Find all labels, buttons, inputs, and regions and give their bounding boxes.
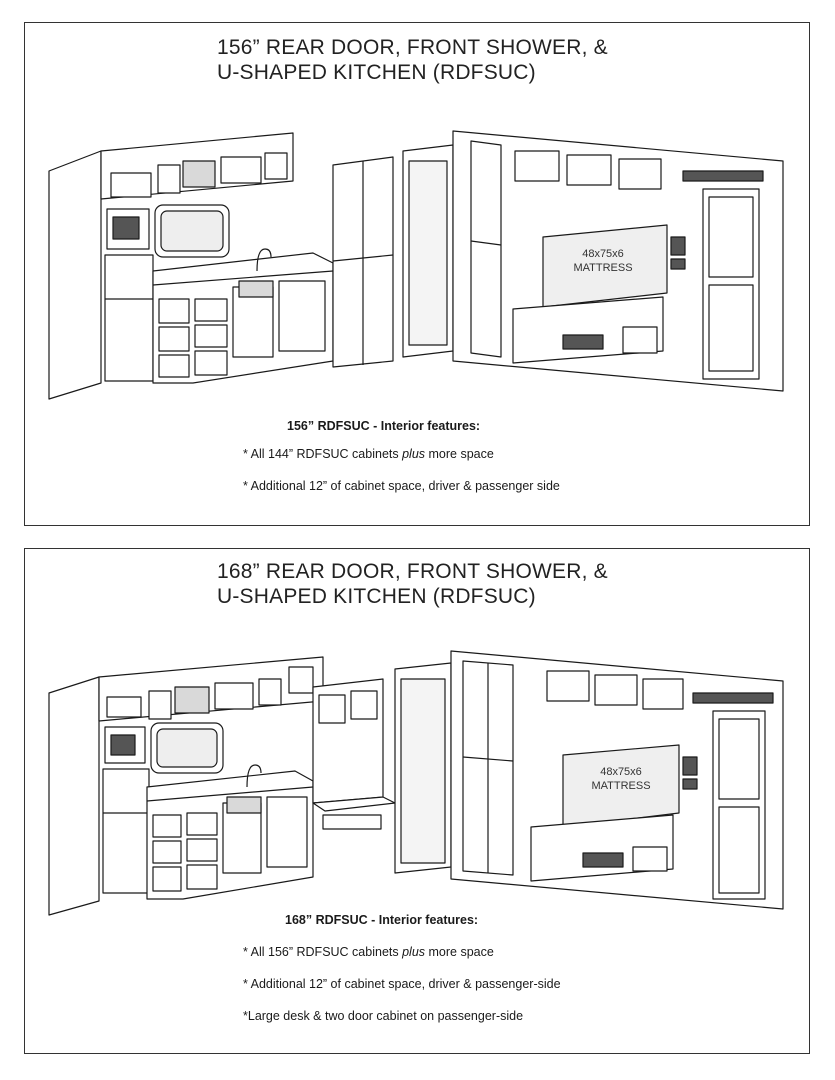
- switch-panel: [682, 756, 698, 776]
- left-wall: [48, 676, 100, 916]
- cabinet-door: [157, 164, 181, 194]
- mattress-label-1: 48x75x6: [582, 248, 624, 260]
- feature-item: * All 156” RDFSUC cabinets plus more spa…: [243, 945, 494, 959]
- cabinet-door-mesh: [174, 686, 210, 714]
- tall-cabinet: [470, 140, 502, 358]
- refrigerator: [102, 768, 150, 894]
- mattress: [562, 744, 680, 828]
- cabinet-door: [264, 152, 288, 180]
- mattress: [542, 224, 668, 308]
- switch-panel: [670, 236, 686, 256]
- cabinet-door: [232, 286, 274, 358]
- heater: [632, 846, 668, 872]
- refrigerator: [104, 254, 154, 382]
- feature-item: * All 144” RDFSUC cabinets plus more spa…: [243, 447, 494, 461]
- cabinet-door: [278, 280, 326, 352]
- interior-drawing-156: 48x75x6 MATTRESS: [48, 130, 784, 400]
- feature-item: *Large desk & two door cabinet on passen…: [243, 1009, 524, 1023]
- features-heading: 156” RDFSUC - Interior features:: [287, 419, 481, 433]
- panel-title: 156” REAR DOOR, FRONT SHOWER, & U-SHAPED…: [217, 35, 608, 85]
- cabinet-door-glass: [220, 156, 262, 184]
- control-panel: [226, 796, 262, 814]
- faucet: [246, 764, 262, 788]
- title-line-1: 168” REAR DOOR, FRONT SHOWER, &: [217, 560, 608, 583]
- title-line-1: 156” REAR DOOR, FRONT SHOWER, &: [217, 36, 608, 59]
- floorplan-panel-168: 168” REAR DOOR, FRONT SHOWER, & U-SHAPED…: [24, 548, 810, 1054]
- mattress-label-2: MATTRESS: [591, 780, 650, 792]
- mattress-label-1: 48x75x6: [600, 766, 642, 778]
- floorplan-panel-156: 156” REAR DOOR, FRONT SHOWER, & U-SHAPED…: [24, 22, 810, 526]
- title-line-2: U-SHAPED KITCHEN (RDFSUC): [217, 61, 536, 84]
- feature-item: * Additional 12” of cabinet space, drive…: [243, 479, 560, 493]
- cabinet-door: [110, 172, 152, 198]
- control-panel: [238, 280, 274, 298]
- faucet: [256, 248, 272, 272]
- features-heading: 168” RDFSUC - Interior features:: [285, 913, 479, 927]
- mattress-label-2: MATTRESS: [573, 262, 632, 274]
- left-wall: [48, 150, 102, 400]
- interior-drawing-168: 48x75x6 MATTRESS: [48, 650, 784, 916]
- title-line-2: U-SHAPED KITCHEN (RDFSUC): [217, 585, 536, 608]
- feature-item: * Additional 12” of cabinet space, drive…: [243, 977, 561, 991]
- cabinet-door-mesh: [182, 160, 216, 188]
- panel-title: 168” REAR DOOR, FRONT SHOWER, & U-SHAPED…: [217, 559, 608, 609]
- heater: [622, 326, 658, 354]
- cabinet-door-glass: [214, 682, 254, 710]
